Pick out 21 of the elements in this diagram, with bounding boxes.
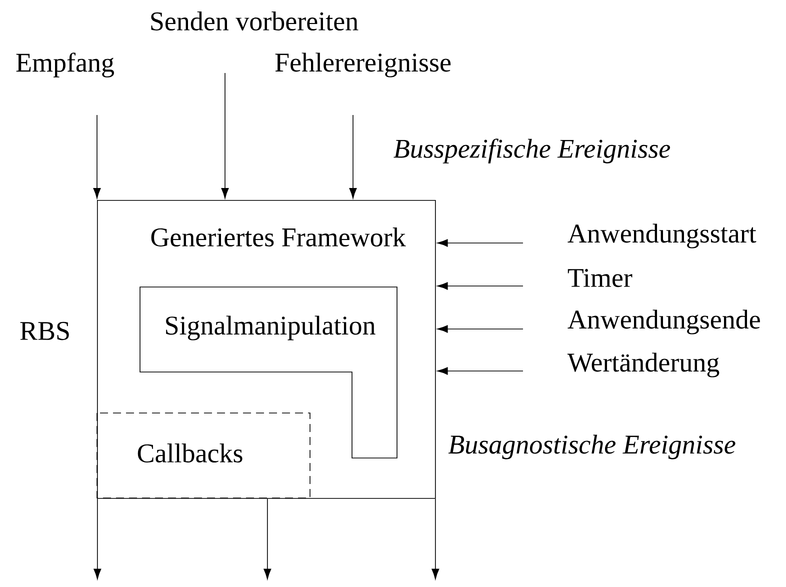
- group-label: Busspezifische Ereignisse: [394, 138, 670, 164]
- arrow: [264, 498, 272, 580]
- arrow: [437, 325, 524, 333]
- arrow: [221, 72, 229, 199]
- arrow: [94, 498, 102, 580]
- event-label: Anwendungsstart: [568, 224, 756, 248]
- group-label: Busagnostische Ereignisse: [448, 434, 736, 460]
- event-label: Fehlerereignisse: [275, 52, 451, 78]
- event-label: Wertänderung: [567, 352, 720, 378]
- event-label: Empfang: [16, 52, 114, 78]
- arrow: [432, 498, 440, 580]
- module-box: Callbacks: [96, 412, 310, 498]
- arrow: [437, 282, 524, 290]
- event-label: Timer: [568, 268, 632, 288]
- group-label: RBS: [20, 322, 69, 340]
- arrow: [437, 239, 524, 247]
- event-label: Anwendungsende: [568, 310, 760, 334]
- event-label: Senden vorbereiten: [151, 12, 358, 30]
- arrow: [437, 367, 524, 375]
- arrow: [349, 114, 357, 199]
- arrow: [93, 114, 101, 199]
